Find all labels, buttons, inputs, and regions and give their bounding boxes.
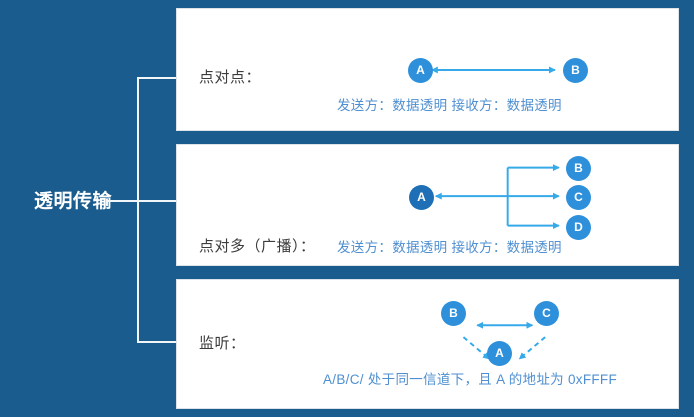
connector-branch-3 [137,341,177,343]
node-d: D [566,215,591,240]
node-c: C [566,185,591,210]
card-label-broadcast: 点对多（广播）： [199,238,316,255]
card-label-monitor: 监听： [199,335,246,352]
arrow-c-to-a-dashed [518,336,546,360]
card-caption-monitor: A/B/C/ 处于同一信道下，且 A 的地址为 0xFFFF [323,372,618,387]
connector-trunk [137,77,139,343]
root-label: 透明传输 [33,191,112,212]
node-b: B [441,301,466,326]
diagram-point-to-point [430,66,556,74]
connector-stem [107,200,139,202]
diagram-broadcast [434,164,560,230]
card-point-to-point: 点对点： A B 发送方：数据透明 接收方：数据透明 [176,8,679,131]
node-b: B [566,156,591,181]
card-caption-broadcast: 发送方：数据透明 接收方：数据透明 [337,240,562,255]
node-b: B [563,58,588,83]
node-a: A [409,185,434,210]
connector-branch-2 [137,200,177,202]
arrow-b-to-a-dashed [462,336,490,360]
node-a: A [408,58,433,83]
node-c: C [534,301,559,326]
card-broadcast: 点对多（广播）： A B C D 发送方：数据透明 接收方：数据透明 [176,144,679,266]
card-label-point-to-point: 点对点： [199,69,262,86]
diagram-monitor: A dashed --> A dashed --> [462,321,546,360]
connector-branch-1 [137,77,177,79]
card-monitor: 监听： A dashed --> A dashed --> B C [176,279,679,409]
card-caption-point-to-point: 发送方：数据透明 接收方：数据透明 [337,98,562,113]
node-a: A [487,341,512,366]
